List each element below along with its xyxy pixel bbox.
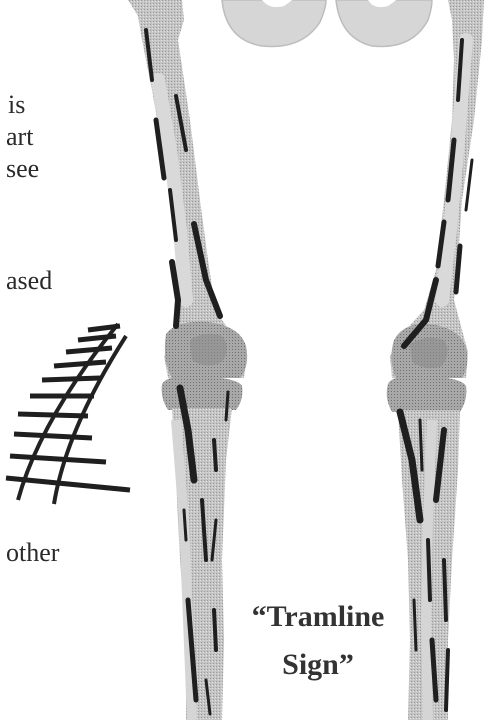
fragment-see: see xyxy=(6,154,40,183)
right-femur xyxy=(390,0,484,378)
fragment-ased: ased xyxy=(6,266,53,295)
fragment-is: is xyxy=(8,90,26,119)
left-knee xyxy=(161,321,248,410)
femoral-heads xyxy=(221,0,433,48)
left-lower-leg xyxy=(171,408,232,720)
vascular-calcification-lines xyxy=(144,28,474,716)
tramline-title-line1: “Tramline xyxy=(251,600,385,633)
left-femur xyxy=(128,0,246,378)
railway-track-icon xyxy=(5,322,131,505)
fragment-art: art xyxy=(6,122,34,151)
tramline-title-line2: Sign” xyxy=(282,648,354,681)
fragment-other: other xyxy=(6,538,60,567)
right-knee xyxy=(386,323,468,412)
